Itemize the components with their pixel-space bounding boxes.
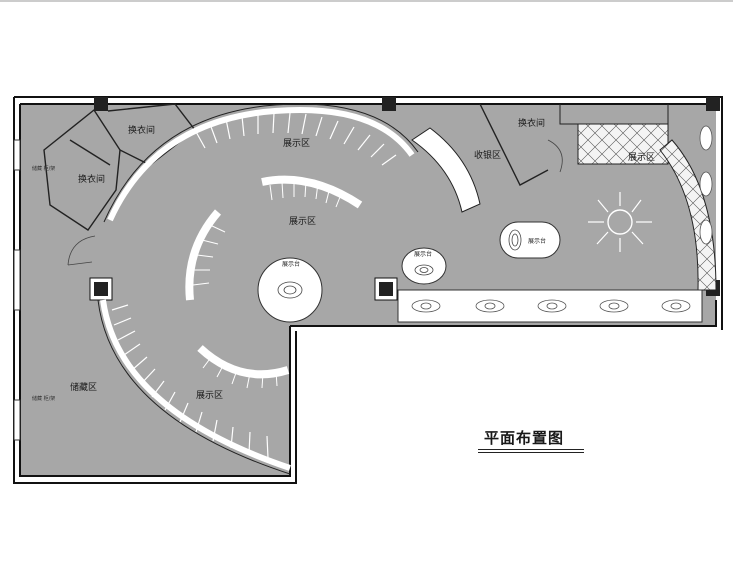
label-center-table: 展示台 xyxy=(282,260,300,268)
bottom-counter xyxy=(397,289,703,323)
label-fitting-room-3: 换衣间 xyxy=(518,117,545,129)
top-curve-edge xyxy=(103,103,419,223)
lower-arc-rack xyxy=(197,345,290,379)
left-arc-hangers xyxy=(192,224,226,286)
left-curve-racks xyxy=(111,304,269,459)
label-cashier: 收银区 xyxy=(474,149,501,161)
label-storage-note2: 储藏 柜/架 xyxy=(32,395,55,402)
label-fitting-room-1: 换衣间 xyxy=(128,124,155,136)
label-display-bottom: 展示区 xyxy=(196,390,223,401)
floor-area xyxy=(20,104,716,476)
label-display-right: 展示区 xyxy=(628,152,655,163)
label-right-table: 展示台 xyxy=(528,237,546,245)
center-arc-hangers xyxy=(269,180,343,208)
lower-arc-hangers xyxy=(202,355,278,389)
right-display-table xyxy=(499,221,561,259)
label-display-top: 展示区 xyxy=(283,138,310,149)
cashier-counter xyxy=(411,127,481,213)
fitting-door-line xyxy=(67,261,93,266)
center-arc-rack xyxy=(261,175,363,209)
right-storage-wall xyxy=(559,104,669,125)
bottom-counter-items xyxy=(411,299,691,313)
left-windows xyxy=(13,139,21,441)
right-wall-mirrors xyxy=(699,125,713,245)
radial-display xyxy=(588,192,652,252)
top-curve-racks xyxy=(194,112,397,166)
label-storage-note: 储藏 柜/架 xyxy=(32,165,55,172)
fitting-door-arc xyxy=(67,235,96,266)
cashier-wall xyxy=(479,103,549,186)
cashier-door-arc xyxy=(547,139,563,173)
left-curve-edge xyxy=(97,299,291,475)
label-display-center: 展示区 xyxy=(289,216,316,227)
left-arc-rack xyxy=(185,209,222,301)
label-fitting-room-2: 换衣间 xyxy=(78,173,105,185)
small-display-table xyxy=(401,247,447,285)
plan-title: 平面布置图 xyxy=(484,429,565,447)
label-small-table: 展示台 xyxy=(414,250,432,258)
top-curve-wall xyxy=(107,106,415,222)
plan-title-underline xyxy=(478,449,584,453)
center-display-table xyxy=(257,257,323,323)
label-storage: 储藏区 xyxy=(70,381,97,393)
right-curve-hatch xyxy=(659,139,717,291)
